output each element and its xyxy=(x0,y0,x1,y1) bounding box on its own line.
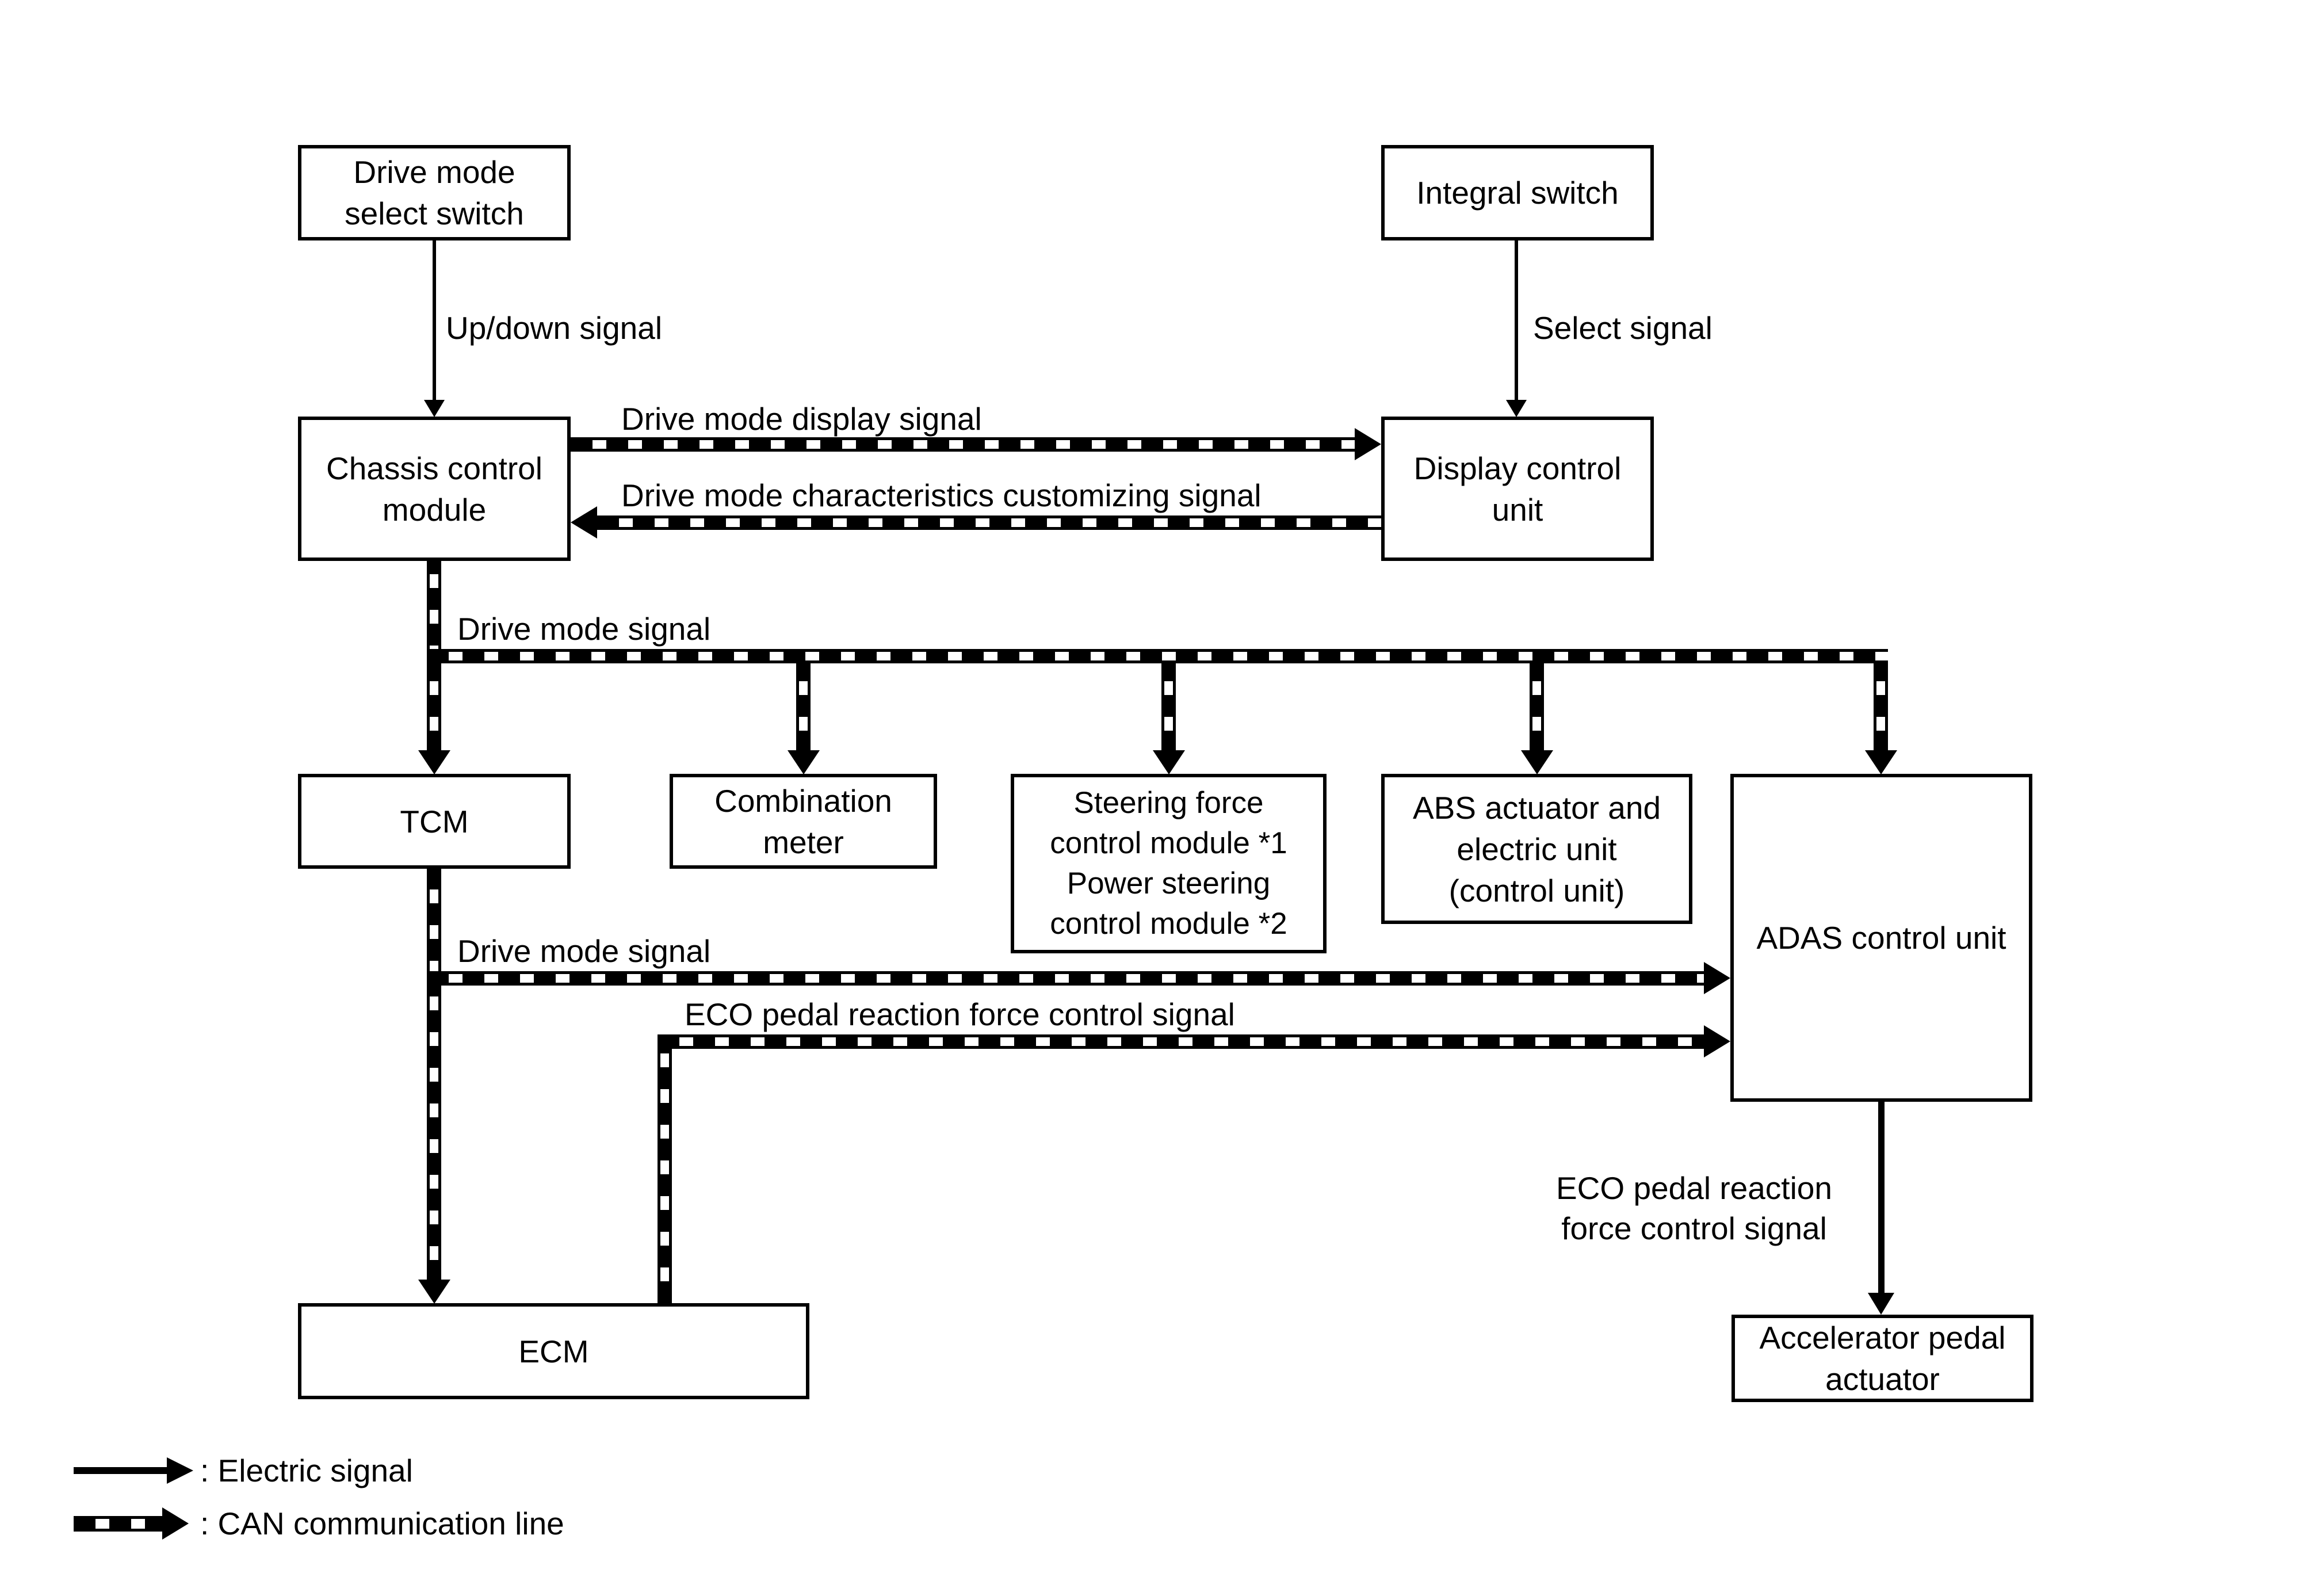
box-chassis-control-module: Chassis control module xyxy=(298,417,571,561)
legend-electric-line-sample xyxy=(74,1467,169,1474)
can-arrowhead-into-ecm xyxy=(418,1280,450,1304)
arrowhead-into-chassis xyxy=(424,400,445,417)
can-branch-adas xyxy=(1874,663,1888,753)
can-arrowhead-into-adas-top xyxy=(1865,750,1897,774)
box-tcm: TCM xyxy=(298,774,571,869)
box-adas-control-unit: ADAS control unit xyxy=(1730,774,2032,1102)
legend-can-arrowhead xyxy=(162,1507,189,1540)
arrowhead-into-accelerator xyxy=(1868,1293,1894,1315)
label-eco-pedal-signal-left: ECO pedal reaction force control signal xyxy=(685,996,1235,1032)
box-ecm: ECM xyxy=(298,1303,809,1399)
legend-can-label: : CAN communication line xyxy=(200,1506,564,1541)
can-arrowhead-into-abs xyxy=(1521,750,1553,774)
can-line-drive-mode-display xyxy=(571,437,1356,452)
label-drive-mode-display-signal: Drive mode display signal xyxy=(621,401,982,437)
box-combination-meter: Combination meter xyxy=(670,774,937,869)
can-branch-steering-force xyxy=(1161,663,1176,753)
can-line-eco-pedal-to-adas xyxy=(658,1034,1705,1049)
can-line-drive-mode-distribution-bus xyxy=(427,649,1888,663)
box-drive-mode-select-switch: Drive mode select switch xyxy=(298,145,571,240)
electric-line-integral-switch-to-display xyxy=(1515,240,1518,402)
can-line-tcm-to-ecm xyxy=(427,869,441,1282)
legend-electric-label: : Electric signal xyxy=(200,1453,413,1488)
legend-electric-arrowhead xyxy=(167,1457,193,1484)
legend-can-line-sample xyxy=(74,1516,163,1532)
electric-line-adas-to-accelerator xyxy=(1878,1102,1885,1295)
can-line-ecm-riser xyxy=(658,1034,672,1303)
can-line-drive-mode-to-adas xyxy=(427,971,1705,986)
label-drive-mode-signal-bus: Drive mode signal xyxy=(457,611,711,647)
can-branch-abs xyxy=(1530,663,1544,753)
box-accelerator-pedal-actuator: Accelerator pedal actuator xyxy=(1731,1315,2033,1402)
can-arrowhead-into-chassis xyxy=(571,506,597,539)
label-drive-mode-customizing-signal: Drive mode characteristics customizing s… xyxy=(621,478,1262,513)
label-select-signal: Select signal xyxy=(1533,310,1713,346)
box-abs-actuator: ABS actuator and electric unit (control … xyxy=(1381,774,1692,924)
arrowhead-into-display xyxy=(1506,400,1527,417)
can-branch-combination-meter xyxy=(796,663,811,753)
box-integral-switch: Integral switch xyxy=(1381,145,1654,240)
label-eco-pedal-signal-right: ECO pedal reaction force control signal xyxy=(1556,1170,1832,1246)
can-line-drive-mode-customizing xyxy=(597,516,1381,530)
electric-line-select-switch-to-chassis xyxy=(433,240,436,402)
can-arrowhead-into-steering-force xyxy=(1153,750,1185,774)
box-steering-force-control-module: Steering force control module *1 Power s… xyxy=(1011,774,1327,953)
can-arrowhead-into-display xyxy=(1355,428,1381,460)
box-display-control-unit: Display control unit xyxy=(1381,417,1654,561)
label-drive-mode-signal-tcm: Drive mode signal xyxy=(457,933,711,969)
can-arrowhead-drive-mode-into-adas xyxy=(1704,962,1730,994)
can-arrowhead-into-tcm xyxy=(418,750,450,774)
label-up-down-signal: Up/down signal xyxy=(446,310,663,346)
can-arrowhead-eco-pedal-into-adas xyxy=(1704,1025,1730,1057)
can-arrowhead-into-combination-meter xyxy=(788,750,820,774)
